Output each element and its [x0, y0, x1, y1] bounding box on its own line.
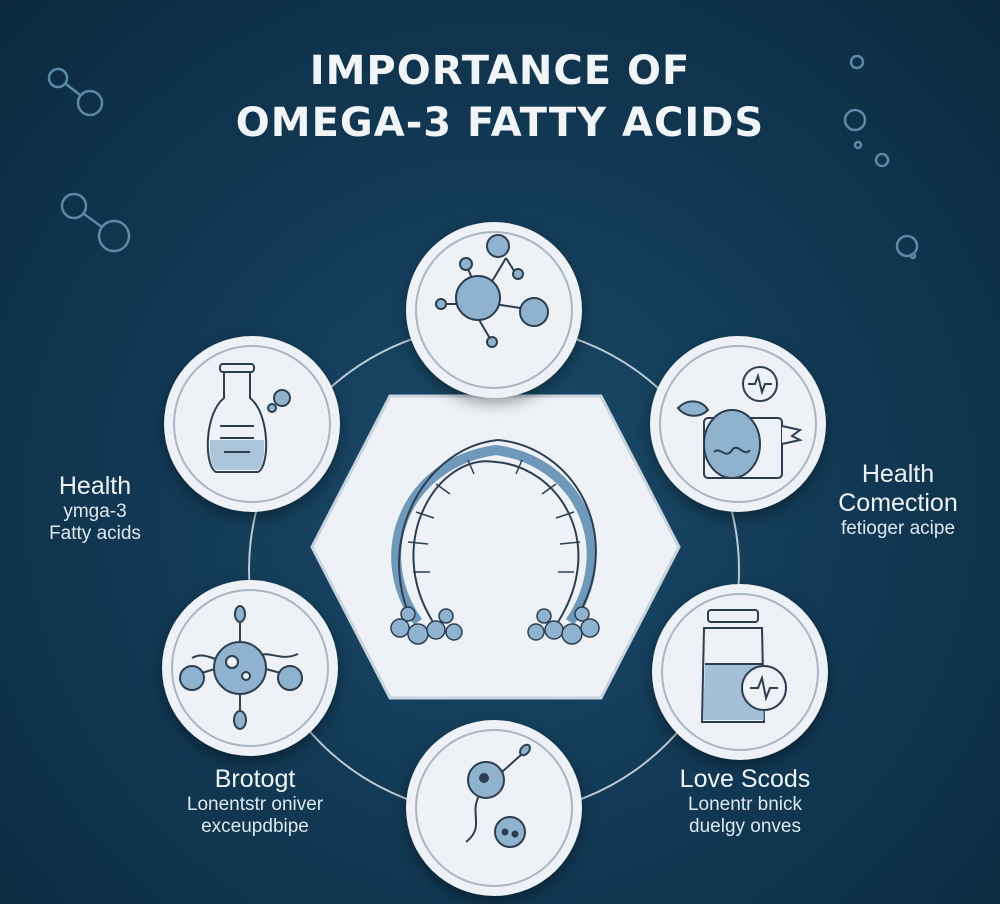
egg-heartbeat-icon: [676, 366, 803, 479]
label-left-heading: Health: [58, 472, 132, 500]
node-flask: [164, 336, 340, 512]
page-title-line-1: IMPORTANCE OF: [309, 48, 691, 94]
label-bottom-right-line-2: duelgy onves: [689, 815, 801, 837]
node-molecule: [406, 222, 582, 398]
page-title-line-2: OMEGA-3 FATTY ACIDS: [235, 100, 765, 146]
label-bottom-right: Love Scods Lonentr bnick duelgy onves: [655, 765, 835, 837]
label-right: Health Comection fetioger acipe: [808, 460, 988, 539]
node-jar-heartbeat: [652, 584, 828, 760]
label-right-line-1: fetioger acipe: [840, 517, 956, 539]
node-sperm-cell: [406, 720, 582, 896]
label-right-heading-1: Health: [861, 460, 935, 488]
label-bottom-left: Brotogt Lonentstr oniver exceupdbipe: [150, 765, 360, 837]
label-left: Health ymga-3 Fatty acids: [20, 472, 170, 544]
flask-icon: [206, 363, 291, 473]
label-bottom-left-line-1: Lonentstr oniver: [186, 793, 324, 815]
bubbles-decor: [47, 54, 919, 260]
molecule-icon: [435, 234, 549, 348]
center-hexagon: [310, 394, 681, 700]
dna-omega-icon: [390, 438, 600, 645]
node-cell: [162, 580, 338, 756]
node-egg-heartbeat: [650, 336, 826, 512]
label-right-heading-2: Comection: [838, 488, 958, 517]
cell-icon: [179, 605, 303, 730]
label-bottom-left-heading: Brotogt: [214, 765, 296, 793]
jar-heartbeat-icon: [700, 609, 787, 723]
label-bottom-right-heading: Love Scods: [679, 765, 811, 793]
label-left-line-1: ymga-3: [63, 500, 127, 522]
sperm-cell-icon: [465, 743, 531, 848]
label-bottom-left-line-2: exceupdbipe: [201, 815, 309, 837]
label-left-line-2: Fatty acids: [49, 522, 141, 544]
label-bottom-right-line-1: Lonentr bnick: [687, 793, 803, 815]
